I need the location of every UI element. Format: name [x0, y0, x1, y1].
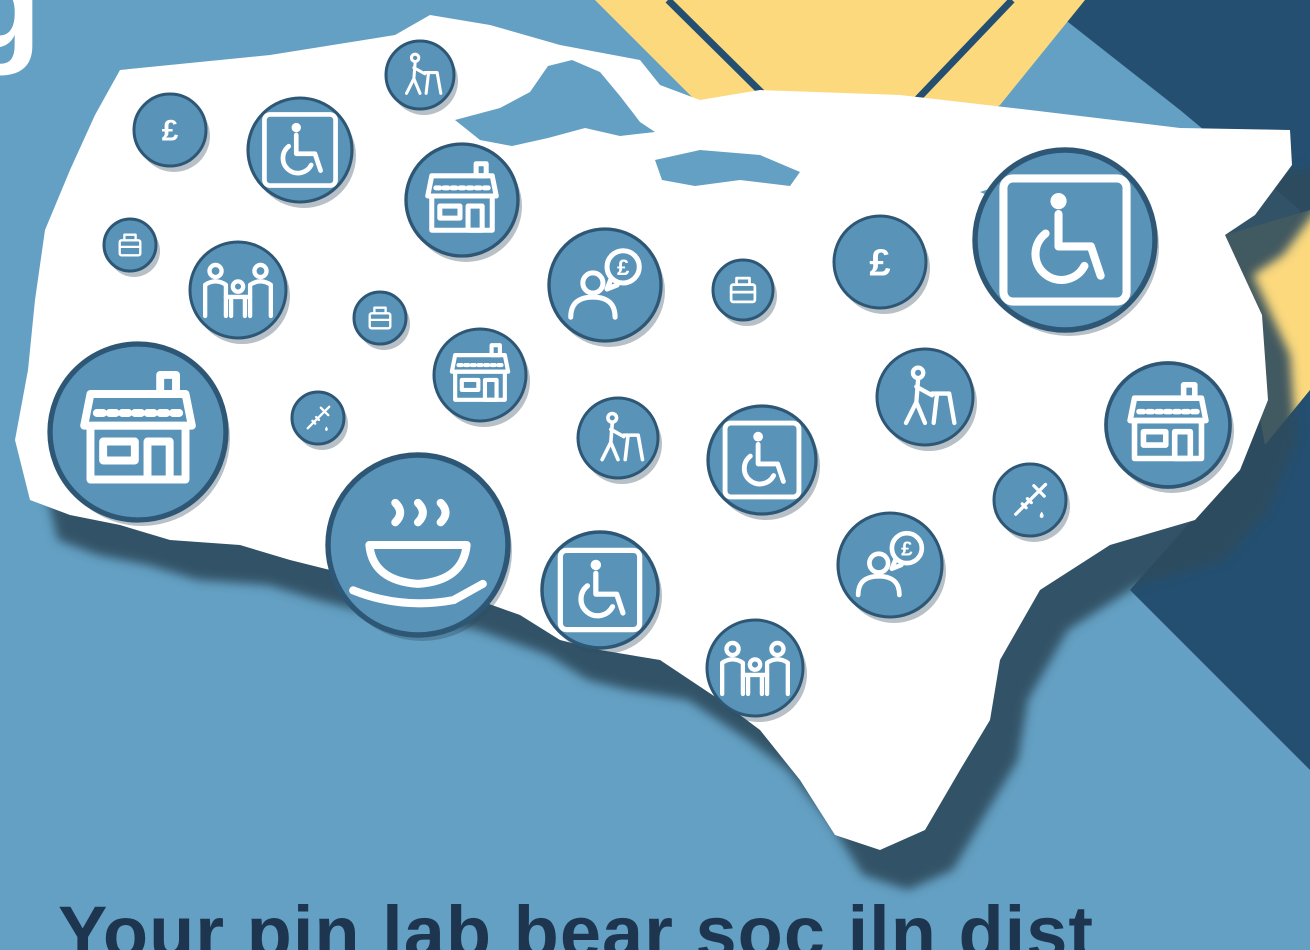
- family-icon: [705, 618, 807, 722]
- hot-meal-icon: [325, 452, 512, 641]
- wheelchair-icon: [706, 404, 820, 520]
- walking-frame-icon: [875, 347, 977, 451]
- svg-text:£: £: [617, 255, 630, 280]
- wheelchair-icon: [540, 530, 662, 654]
- walking-frame-icon: [576, 396, 662, 484]
- house-icon: [1104, 361, 1234, 493]
- pound-icon: £: [132, 92, 210, 172]
- family-icon: [188, 240, 290, 344]
- svg-text:£: £: [901, 538, 913, 561]
- navy-diagonal-band: [1040, 0, 1310, 770]
- house-icon: [404, 142, 522, 262]
- money-advice-icon: £: [836, 511, 946, 623]
- wheelchair-icon: [972, 147, 1159, 336]
- shopping-bag-icon: [102, 217, 160, 277]
- syringe-icon: [992, 462, 1070, 542]
- shopping-bag-icon: [352, 290, 410, 350]
- syringe-icon: [290, 390, 348, 450]
- svg-text:£: £: [162, 114, 179, 147]
- river-inlet: [655, 150, 800, 186]
- wheelchair-icon: [246, 96, 356, 208]
- corner-letter: g: [0, 0, 42, 76]
- money-advice-icon: £: [547, 227, 665, 347]
- pound-icon: £: [832, 214, 930, 314]
- walking-frame-icon: [384, 39, 458, 115]
- caption-text: Your pin lab bear soc iln dist: [58, 891, 1095, 950]
- house-icon: [47, 341, 230, 526]
- svg-text:£: £: [869, 242, 890, 284]
- house-icon: [432, 327, 530, 427]
- shopping-bag-icon: [711, 258, 777, 326]
- estuary: [455, 60, 655, 146]
